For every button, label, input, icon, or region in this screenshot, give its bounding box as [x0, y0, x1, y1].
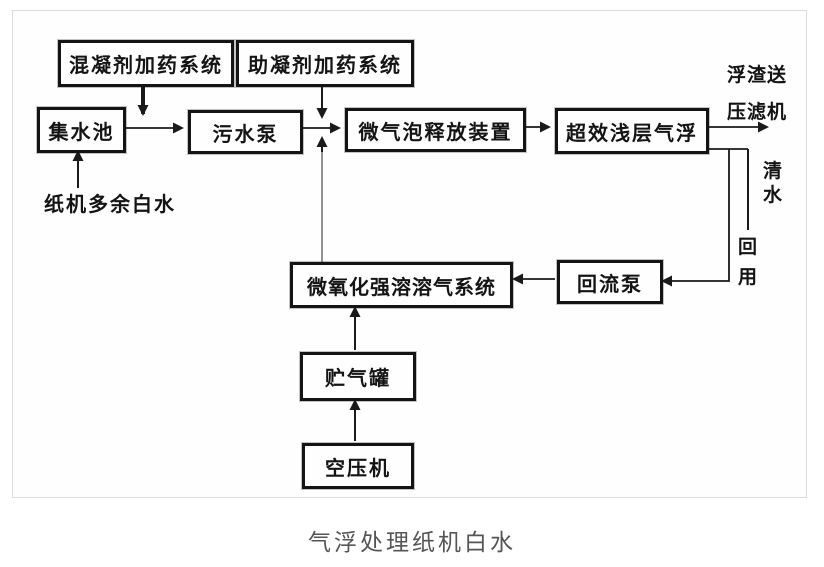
node-return-pump: 回流泵: [557, 260, 663, 304]
node-gas-tank: 贮气罐: [300, 352, 416, 401]
node-air-compressor: 空压机: [302, 443, 414, 489]
label-scum-out-line1: 浮渣送: [727, 65, 788, 86]
label-clear-water: 清水: [762, 161, 782, 206]
node-coagulant-dosing: 混凝剂加药系统: [58, 40, 234, 87]
label-reuse: 回用: [737, 237, 757, 288]
node-coagulant-aid-dosing: 助凝剂加药系统: [236, 40, 414, 87]
node-shallow-flotation: 超效浅层气浮: [555, 108, 709, 154]
label-scum-out-line2: 压滤机: [727, 102, 788, 123]
figure-caption: 气浮处理纸机白水: [308, 529, 516, 555]
node-sewage-pump: 污水泵: [188, 110, 303, 154]
node-dissolved-air-system: 微氧化强溶溶气系统: [290, 262, 513, 308]
node-collection-tank: 集水池: [37, 107, 126, 153]
label-white-water-inflow: 纸机多余白水: [44, 194, 176, 216]
node-bubble-release: 微气泡释放装置: [345, 108, 526, 152]
